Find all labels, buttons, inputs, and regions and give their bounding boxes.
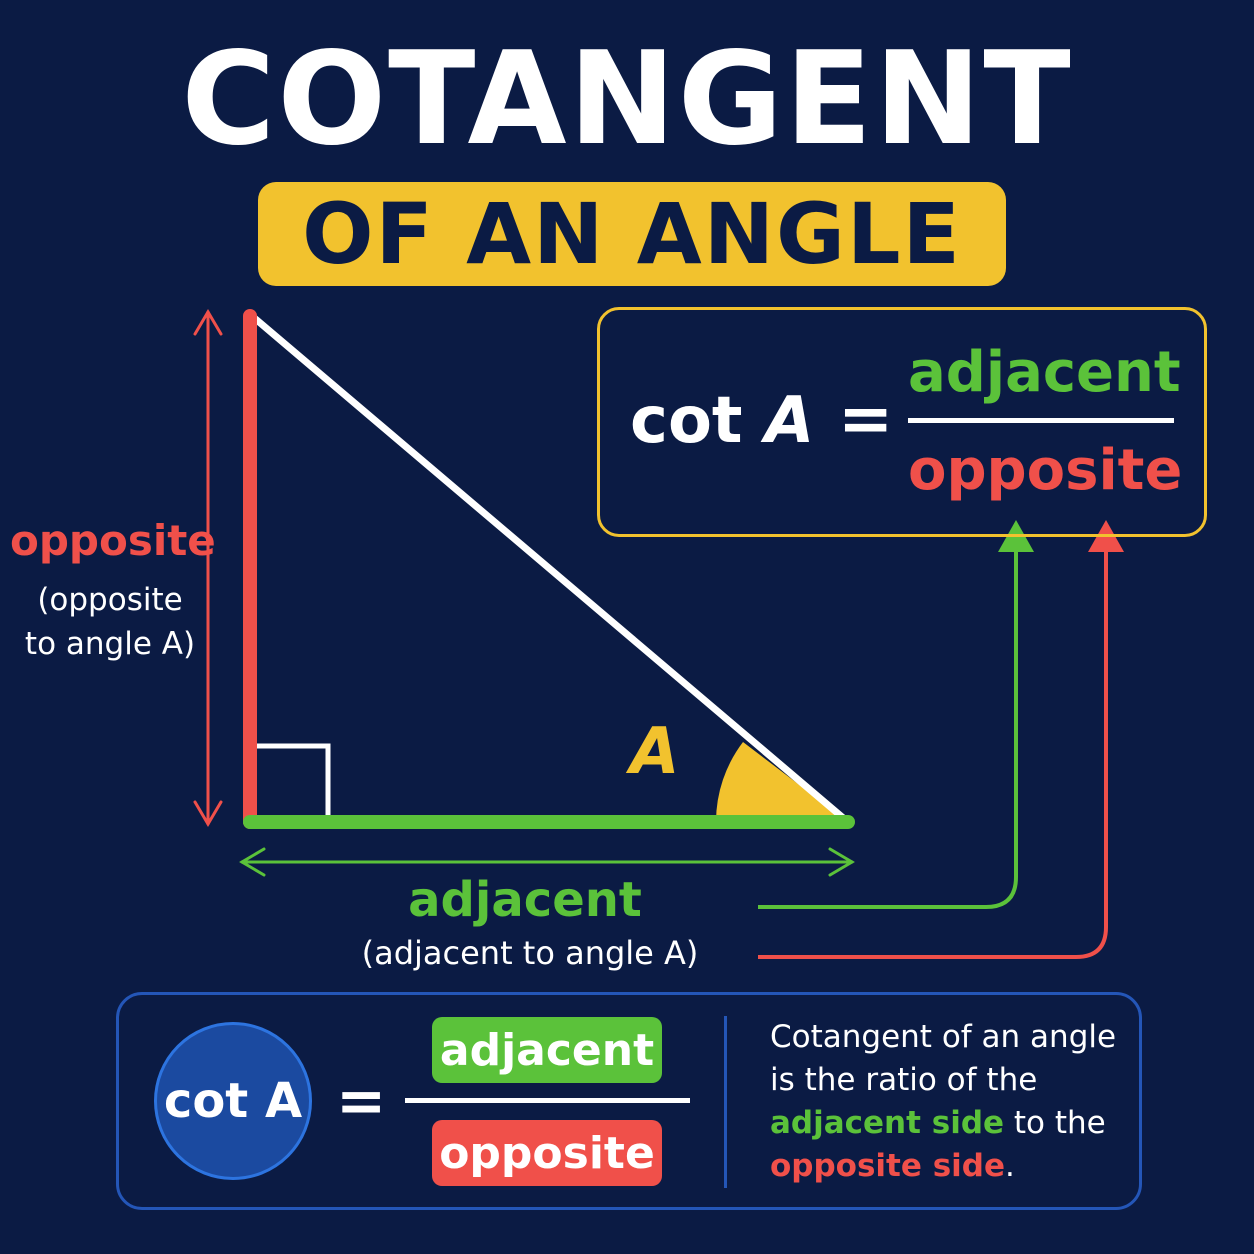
summary-denominator: opposite (439, 1127, 655, 1179)
opposite-connector-arrow (758, 520, 1124, 959)
summary-text-part2: to the (1004, 1105, 1106, 1141)
page-title: COTANGENT (181, 25, 1073, 174)
summary-equals: = (336, 1066, 387, 1136)
opposite-length-arrow (193, 309, 223, 827)
adjacent-label: adjacent (408, 872, 642, 928)
summary-cot-circle: cot A (154, 1022, 312, 1180)
adjacent-length-arrow (239, 847, 855, 877)
hypotenuse-side (248, 312, 852, 826)
formula-var: A (764, 384, 815, 458)
summary-text-part1: Cotangent of an angle is the ratio of th… (770, 1019, 1117, 1098)
opposite-sublabel-line2: to angle A) (24, 626, 196, 662)
summary-text-adjacent: adjacent side (770, 1105, 1005, 1141)
opposite-label: opposite (10, 516, 216, 565)
summary-numerator: adjacent (439, 1024, 655, 1076)
opposite-sublabel: (opposite to angle A) (10, 578, 210, 666)
summary-denominator-pill: opposite (432, 1120, 662, 1186)
opposite-sublabel-line1: (opposite (37, 582, 183, 618)
formula-equals: = (838, 380, 894, 457)
adjacent-sublabel: (adjacent to angle A) (361, 934, 699, 972)
formula-cot: cot (630, 384, 743, 458)
adjacent-connector-arrow (758, 520, 1034, 909)
summary-description: Cotangent of an angle is the ratio of th… (770, 1016, 1130, 1188)
right-angle-marker (252, 743, 331, 818)
subtitle-text: OF AN ANGLE (302, 185, 962, 283)
summary-numerator-pill: adjacent (432, 1017, 662, 1083)
summary-lhs: cot A (163, 1073, 303, 1129)
angle-label: A (630, 715, 680, 789)
summary-text-end: . (1004, 1148, 1015, 1184)
formula-numerator: adjacent (908, 340, 1181, 405)
subtitle-banner: OF AN ANGLE (258, 182, 1006, 286)
summary-fraction-bar (405, 1098, 690, 1103)
summary-box (116, 992, 1142, 1210)
summary-divider (724, 1016, 727, 1188)
formula-box (597, 307, 1207, 537)
angle-a-wedge (715, 742, 848, 822)
formula-denominator: opposite (908, 438, 1183, 503)
summary-text-opposite: opposite side (770, 1148, 1005, 1184)
formula-fraction-bar (908, 418, 1174, 423)
formula-lhs: cot A (630, 384, 814, 458)
